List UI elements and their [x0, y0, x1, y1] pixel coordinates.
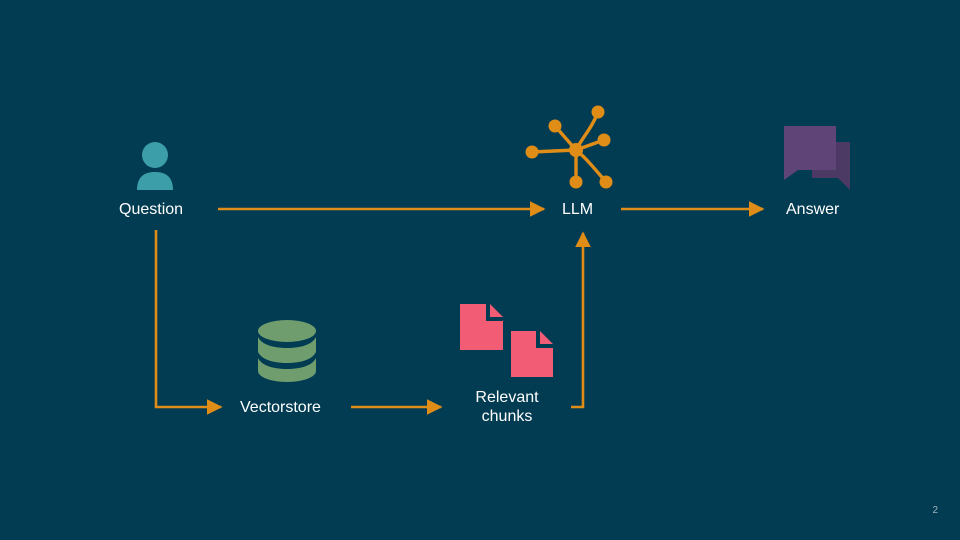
database-icon [258, 320, 316, 382]
chat-bubbles-icon [784, 126, 850, 190]
answer-label: Answer [786, 201, 840, 218]
arrow-chunks-to-llm [571, 231, 591, 409]
person-icon [137, 142, 173, 190]
document-icon [511, 331, 553, 377]
llm-label: LLM [562, 201, 594, 218]
question-label: Question [119, 201, 184, 218]
relevant-chunks-label: Relevant chunks [457, 388, 557, 426]
arrow-question-to-vectorstore [154, 230, 223, 415]
document-icon [460, 304, 503, 350]
relevant-chunks-label-line-1: Relevant [475, 389, 539, 406]
relevant-chunks-label-line-2: chunks [481, 408, 533, 425]
vectorstore-label: Vectorstore [240, 399, 321, 416]
page-number: 2 [932, 505, 938, 516]
network-nodes-icon [525, 105, 613, 189]
